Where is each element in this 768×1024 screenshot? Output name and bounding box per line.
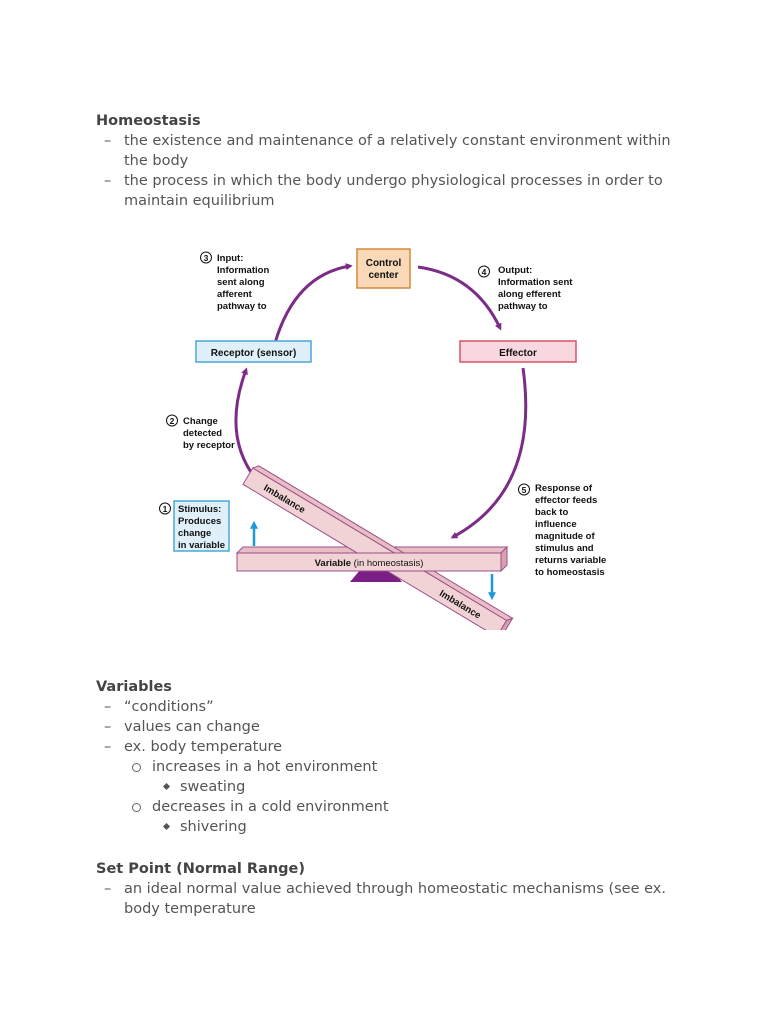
- step-3-label: Input: Information sent along afferent p…: [217, 253, 269, 312]
- step-1-circle: [159, 502, 171, 515]
- step-3-circle: [200, 251, 212, 264]
- svg-text:along efferent: along efferent: [498, 289, 562, 300]
- list-item-text: the process in which the body undergo ph…: [124, 173, 663, 209]
- svg-text:sent along: sent along: [217, 277, 265, 288]
- step-4-label: Output: Information sent along efferent …: [498, 265, 573, 312]
- list-item-text: the existence and maintenance of a relat…: [124, 133, 671, 169]
- list-subsubitem: shivering: [162, 817, 247, 837]
- svg-text:influence: influence: [535, 519, 577, 530]
- step-1-label: Stimulus: Produces change in variable: [178, 504, 225, 551]
- arrow-response: [450, 367, 528, 539]
- step-3-number: 3: [204, 253, 209, 263]
- step-5-label: Response of effector feeds back to influ…: [535, 483, 606, 578]
- stimulus-box: [173, 500, 230, 552]
- svg-text:Output:: Output:: [498, 265, 532, 276]
- homeostasis-feedback-diagram: Control center Receptor (sensor) Effecto…: [159, 248, 606, 630]
- heading-homeostasis: Homeostasis: [96, 113, 201, 129]
- diamond-bullet: [162, 822, 171, 831]
- receptor-box: [195, 340, 312, 363]
- list-item: – “conditions”: [104, 697, 694, 717]
- svg-text:by receptor: by receptor: [183, 440, 235, 451]
- list-item: – the process in which the body undergo …: [104, 171, 694, 211]
- circle-bullet: [132, 763, 141, 772]
- svg-text:pathway to: pathway to: [217, 301, 267, 312]
- heading-variables: Variables: [96, 679, 172, 695]
- dash-bullet: –: [104, 881, 112, 897]
- step-2-label: Change detected by receptor: [183, 416, 235, 451]
- diamond-bullet: [162, 782, 171, 791]
- list-subsubitem: sweating: [162, 777, 245, 797]
- svg-text:Input:: Input:: [217, 253, 243, 264]
- svg-text:detected: detected: [183, 428, 222, 439]
- list-item: – an ideal normal value achieved through…: [104, 879, 694, 919]
- svg-text:back to: back to: [535, 507, 568, 518]
- control-center-label: center: [368, 270, 398, 281]
- list-subsubitem-text: sweating: [180, 779, 246, 795]
- list-item: – ex. body temperature: [104, 737, 694, 757]
- arrow-efferent: [417, 265, 502, 331]
- svg-text:Stimulus:: Stimulus:: [178, 504, 221, 515]
- svg-text:returns variable: returns variable: [535, 555, 606, 566]
- dash-bullet: –: [104, 133, 112, 149]
- receptor-label: Receptor (sensor): [211, 348, 297, 359]
- list-subsubitem-text: shivering: [180, 819, 247, 835]
- step-4-circle: [478, 265, 490, 278]
- svg-text:Information: Information: [217, 265, 269, 276]
- list-subitem: decreases in a cold environment: [132, 797, 389, 817]
- effector-label: Effector: [499, 348, 537, 359]
- control-center-label: Control: [366, 258, 402, 269]
- step-2-number: 2: [170, 416, 175, 426]
- list-item: – the existence and maintenance of a rel…: [104, 131, 694, 171]
- list-subitem-text: decreases in a cold environment: [152, 799, 389, 815]
- svg-text:change: change: [178, 528, 211, 539]
- list-item: – values can change: [104, 717, 694, 737]
- list-item-text: ex. body temperature: [124, 739, 283, 755]
- list-subitem-text: increases in a hot environment: [152, 759, 378, 775]
- list-item-text: values can change: [124, 719, 260, 735]
- list-item-text: “conditions”: [124, 699, 214, 715]
- step-5-circle: [518, 483, 530, 496]
- heading-set-point: Set Point (Normal Range): [96, 861, 306, 877]
- svg-text:to homeostasis: to homeostasis: [535, 567, 605, 578]
- dash-bullet: –: [104, 173, 112, 189]
- svg-text:stimulus and: stimulus and: [535, 543, 594, 554]
- svg-text:magnitude of: magnitude of: [535, 531, 595, 542]
- control-center-box: [356, 248, 411, 289]
- effector-box: [459, 340, 577, 363]
- balanced-beam-front: Variable (in homeostasis): [290, 552, 450, 572]
- svg-text:Produces: Produces: [178, 516, 221, 527]
- step-4-number: 4: [482, 267, 487, 277]
- svg-text:effector feeds: effector feeds: [535, 495, 597, 506]
- step-2-circle: [166, 414, 178, 427]
- step-1-number: 1: [163, 504, 168, 514]
- svg-text:afferent: afferent: [217, 289, 253, 300]
- list-subitem: increases in a hot environment: [132, 757, 377, 777]
- svg-text:in variable: in variable: [178, 540, 225, 551]
- svg-text:Response of: Response of: [535, 483, 593, 494]
- arrow-afferent: [273, 263, 353, 344]
- dash-bullet: –: [104, 699, 112, 715]
- svg-text:Change: Change: [183, 416, 218, 427]
- list-item-text: an ideal normal value achieved through h…: [124, 881, 666, 917]
- svg-text:Variable (in homeostasis): Variable (in homeostasis): [315, 558, 424, 569]
- dash-bullet: –: [104, 719, 112, 735]
- circle-bullet: [132, 803, 141, 812]
- dash-bullet: –: [104, 739, 112, 755]
- step-5-number: 5: [522, 485, 527, 495]
- svg-text:pathway to: pathway to: [498, 301, 548, 312]
- svg-text:Information sent: Information sent: [498, 277, 573, 288]
